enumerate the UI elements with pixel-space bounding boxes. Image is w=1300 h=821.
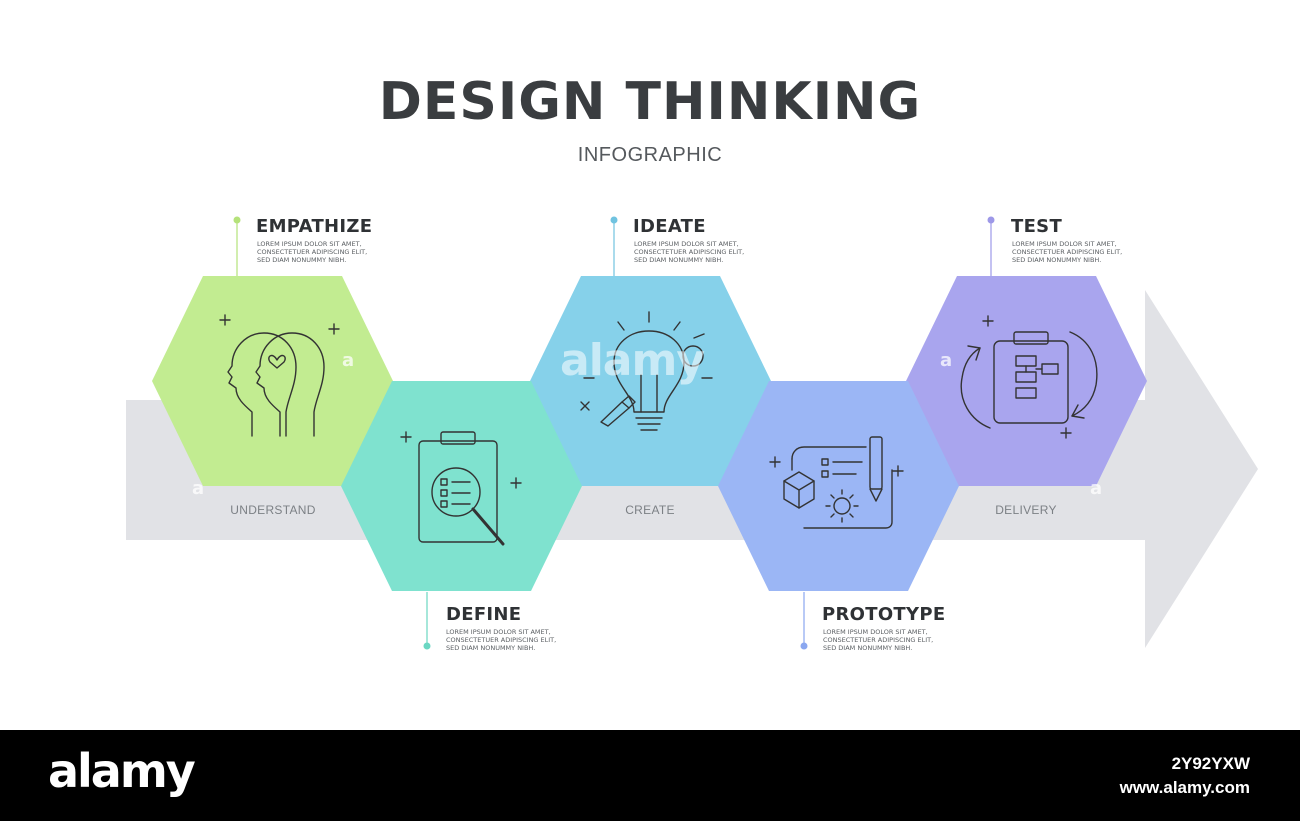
step-desc-prototype: LOREM IPSUM DOLOR SIT AMET, CONSECTETUER… — [823, 628, 934, 652]
two-heads-heart-icon — [219, 314, 340, 437]
blueprint-cube-gear-icon — [769, 436, 904, 529]
step-label-define: DEFINE — [446, 604, 522, 625]
connector-dot-define — [423, 642, 431, 650]
page-subtitle: INFOGRAPHIC — [577, 144, 723, 166]
connector-dot-ideate — [610, 216, 618, 224]
phase-label-delivery: DELIVERY — [995, 503, 1057, 517]
infographic-canvas: DESIGN THINKING INFOGRAPHIC EMPATHIZE LO… — [126, 72, 1258, 652]
watermark-a-1: a — [342, 350, 355, 371]
alamy-logo[interactable]: alamy — [48, 744, 196, 798]
lightbulb-pencil-icon — [580, 311, 713, 431]
image-id: 2Y92YXW — [1171, 754, 1250, 773]
step-desc-empathize: LOREM IPSUM DOLOR SIT AMET, CONSECTETUER… — [257, 240, 368, 264]
clipboard-magnifier-icon — [400, 431, 522, 546]
phase-label-understand: UNDERSTAND — [230, 503, 316, 517]
connector-dot-prototype — [800, 642, 808, 650]
page-title: DESIGN THINKING — [378, 72, 922, 132]
watermark-a-2: a — [940, 350, 953, 371]
stock-footer-bar: alamy 2Y92YXW www.alamy.com — [0, 730, 1300, 821]
hexagon-test — [906, 276, 1147, 486]
step-label-empathize: EMPATHIZE — [256, 216, 373, 237]
connector-dot-test — [987, 216, 995, 224]
watermark-center: alamy — [560, 335, 705, 386]
step-desc-define: LOREM IPSUM DOLOR SIT AMET, CONSECTETUER… — [446, 628, 557, 652]
step-label-prototype: PROTOTYPE — [822, 604, 946, 625]
diagram-svg — [126, 216, 1258, 650]
hexagon-ideate — [530, 276, 771, 486]
step-desc-ideate: LOREM IPSUM DOLOR SIT AMET, CONSECTETUER… — [634, 240, 745, 264]
hexagon-define — [341, 381, 582, 591]
hexagon-prototype — [718, 381, 959, 591]
connector-dot-empathize — [233, 216, 241, 224]
step-desc-test: LOREM IPSUM DOLOR SIT AMET, CONSECTETUER… — [1012, 240, 1123, 264]
phase-label-create: CREATE — [625, 503, 675, 517]
watermark-a-4: a — [1090, 478, 1103, 499]
site-url[interactable]: www.alamy.com — [1119, 778, 1250, 797]
watermark-a-3: a — [192, 478, 205, 499]
step-label-ideate: IDEATE — [633, 216, 706, 237]
step-label-test: TEST — [1011, 216, 1063, 237]
clipboard-cycle-icon — [960, 315, 1098, 439]
